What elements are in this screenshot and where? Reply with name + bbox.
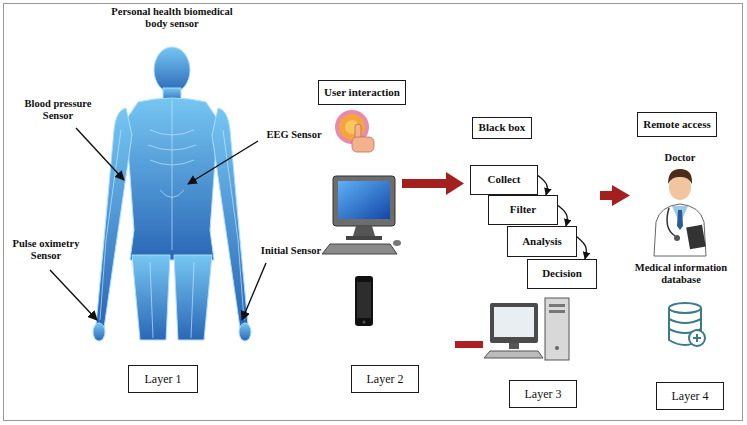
- doctor-coat: [654, 204, 706, 256]
- body-left-arm: [96, 108, 132, 328]
- layer-box: Layer 1: [128, 365, 198, 393]
- sensor-label: EEG Sensor: [258, 129, 330, 141]
- keyboard: [322, 244, 397, 254]
- phone-button: [363, 321, 366, 324]
- organ-line: [160, 190, 184, 198]
- box-text: Layer 4: [672, 389, 709, 403]
- arm-veins: [100, 130, 244, 320]
- computer-icon: [322, 176, 401, 254]
- box-text: Layer 3: [525, 387, 562, 401]
- phone-screen: [357, 282, 371, 318]
- human-body: [93, 47, 251, 341]
- pc-stand: [509, 343, 519, 349]
- desktop-icon: [484, 298, 569, 360]
- doctor-hair: [668, 169, 692, 184]
- layer-box: Layer 2: [351, 365, 419, 393]
- body-right-arm: [212, 108, 248, 328]
- curved-arrow: [577, 237, 586, 259]
- flow-arrow-head: [612, 185, 630, 206]
- box-text: User interaction: [324, 86, 400, 99]
- sensor-label: Doctor: [650, 152, 710, 164]
- flow-arrows: [402, 172, 630, 348]
- leg-veins: [150, 262, 194, 338]
- process-box: Decision: [527, 259, 597, 289]
- clipboard: [686, 225, 706, 249]
- body-torso: [126, 98, 218, 260]
- sensor-label: Pulse oximetry Sensor: [4, 238, 88, 262]
- box-text: Analysis: [522, 235, 562, 248]
- box-text: Filter: [510, 203, 536, 216]
- stethoscope: [667, 208, 675, 236]
- leader-arrow: [50, 270, 97, 320]
- pc-drive: [549, 304, 565, 307]
- body-veins: [100, 100, 244, 338]
- box-text: Layer 2: [367, 372, 404, 386]
- process-box: Collect: [470, 165, 538, 195]
- pc-tower: [545, 298, 569, 360]
- leader-arrow: [188, 141, 258, 184]
- db-badge: [689, 330, 705, 346]
- leader-arrow: [242, 263, 266, 320]
- touch-palm: [352, 137, 374, 152]
- curved-arrow: [538, 176, 547, 196]
- box-text: Remote access: [643, 118, 711, 131]
- title-box: User interaction: [318, 80, 406, 105]
- body-right-leg: [174, 255, 212, 340]
- doctor-icon: [654, 169, 706, 256]
- box-text: Decision: [542, 267, 582, 280]
- pc-screen: [494, 307, 534, 337]
- body-right-hand: [239, 323, 251, 341]
- rib-lines: [148, 130, 196, 165]
- sensor-label: Personal health biomedical body sensor: [108, 6, 236, 30]
- monitor-frame: [333, 176, 395, 226]
- sensor-leaders: [50, 128, 266, 320]
- curved-arrow: [558, 206, 567, 227]
- process-box: Analysis: [507, 226, 577, 257]
- database-icon: [669, 303, 705, 346]
- layer-box: Layer 3: [509, 380, 577, 408]
- touch-icon: [337, 112, 374, 152]
- frame: [4, 4, 743, 421]
- phone-icon: [355, 276, 373, 326]
- pc-drive: [549, 310, 565, 313]
- sensor-label: Initial Sensor: [254, 245, 328, 257]
- doctor-tie: [677, 210, 683, 230]
- body-left-leg: [132, 255, 170, 340]
- red-dash: [455, 341, 483, 348]
- leader-arrow: [76, 128, 124, 180]
- title-box: Black box: [472, 117, 532, 139]
- flow-arrow-body: [402, 179, 448, 188]
- flow-arrow-body: [600, 191, 614, 200]
- spine-line: [172, 100, 173, 250]
- flow-arrow-head: [446, 172, 464, 195]
- stethoscope-head: [674, 235, 680, 241]
- title-box: Remote access: [637, 112, 717, 137]
- monitor-screen: [338, 181, 390, 219]
- db-cross: [693, 334, 701, 342]
- process-box: Filter: [488, 195, 558, 225]
- sensor-label: Blood pressure Sensor: [16, 98, 100, 122]
- pc-monitor: [490, 303, 538, 343]
- pc-keyboard: [484, 351, 543, 358]
- box-text: Collect: [488, 173, 521, 186]
- layer-box: Layer 4: [656, 382, 724, 410]
- body-left-hand: [93, 323, 105, 341]
- pc-button: [555, 346, 559, 350]
- body-head: [154, 47, 190, 93]
- monitor-stand: [353, 226, 375, 236]
- mouse: [393, 240, 401, 246]
- box-text: Black box: [479, 121, 526, 134]
- sensor-label: Medical information database: [625, 262, 737, 286]
- phone-body: [355, 276, 373, 326]
- monitor-base: [346, 236, 382, 240]
- db-top: [669, 303, 701, 313]
- box-text: Layer 1: [145, 372, 182, 386]
